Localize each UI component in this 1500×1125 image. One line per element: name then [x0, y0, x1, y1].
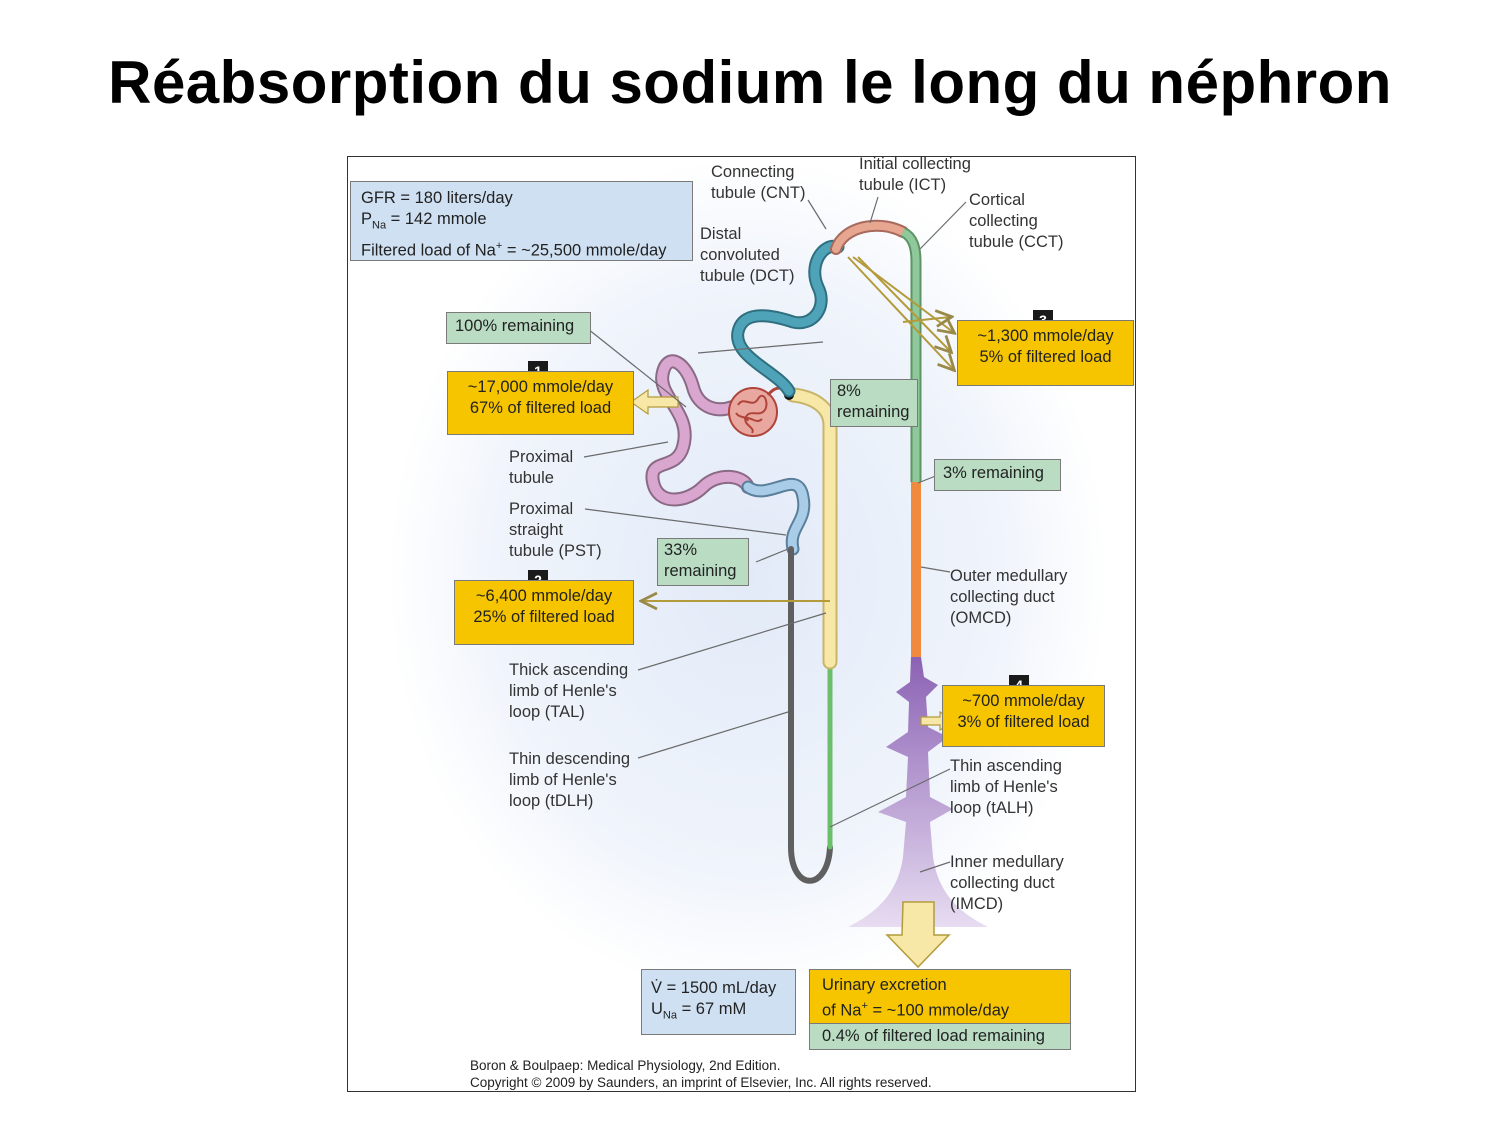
- urine-sodium-text: UNa = 67 mM: [651, 1000, 747, 1022]
- urine-box: V̇ = 1500 mL/day UNa = 67 mM: [641, 969, 796, 1035]
- filtered-load-text: Filtered load of Na+ = ~25,500 mmole/day: [361, 240, 667, 260]
- site-1-arrow: [629, 388, 679, 416]
- excretion-box: Urinary excretion of Na+ = ~100 mmole/da…: [809, 969, 1071, 1025]
- site-4-box: ~700 mmole/day 3% of filtered load: [942, 685, 1105, 747]
- site-3-box: ~1,300 mmole/day 5% of filtered load: [957, 320, 1134, 386]
- thin-descending-limb: [788, 546, 833, 884]
- excretion-remaining-box: 0.4% of filtered load remaining: [809, 1023, 1071, 1050]
- remaining-3-box: 3% remaining: [934, 459, 1061, 491]
- remaining-100-box: 100% remaining: [446, 312, 591, 344]
- remaining-8-box: 8% remaining: [830, 379, 918, 427]
- outer-medullary-collecting-duct: [911, 482, 921, 657]
- gfr-text: GFR = 180 liters/day: [361, 189, 513, 207]
- slide-title: Réabsorption du sodium le long du néphro…: [108, 49, 1392, 116]
- nephron-figure: GFR = 180 liters/day PNa = 142 mmole Fil…: [347, 156, 1136, 1092]
- site-3-arrow-b: [857, 256, 950, 351]
- excretion-arrow: [885, 901, 951, 969]
- figure-credit: Boron & Boulpaep: Medical Physiology, 2n…: [470, 1058, 932, 1090]
- site-1-box: ~17,000 mmole/day 67% of filtered load: [447, 371, 634, 435]
- site-3-arrow-c: [847, 256, 953, 369]
- plasma-sodium-text: PNa = 142 mmole: [361, 210, 487, 232]
- site-3-arrow-d: [902, 317, 950, 322]
- info-box: GFR = 180 liters/day PNa = 142 mmole Fil…: [350, 181, 693, 261]
- site-2-box: ~6,400 mmole/day 25% of filtered load: [454, 580, 634, 645]
- leader-lines: [583, 196, 967, 873]
- inner-medullary-collecting-duct: [848, 657, 988, 927]
- remaining-33-box: 33% remaining: [657, 538, 749, 586]
- urine-flow-text: V̇ = 1500 mL/day: [651, 979, 777, 997]
